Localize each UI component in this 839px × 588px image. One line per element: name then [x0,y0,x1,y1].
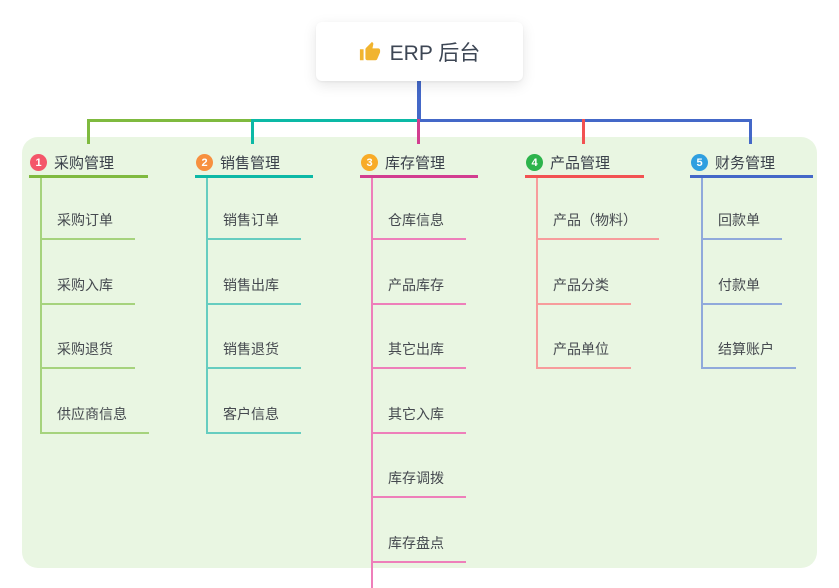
trunk-segment-green [87,119,254,122]
child-node[interactable]: 回款单 [703,178,782,240]
branch-number-badge: 4 [526,154,543,171]
child-node[interactable]: 产品（物料） [538,178,659,240]
child-node[interactable]: 付款单 [703,240,782,305]
branch-drop-line [749,119,752,144]
branch-header[interactable]: 3 库存管理 [360,150,478,178]
branch: 2 销售管理 销售订单销售出库销售退货客户信息 [195,150,313,434]
child-node[interactable]: 其它出库 [373,305,466,370]
branch-label: 库存管理 [385,155,446,172]
branch-drop-line [87,119,90,144]
branch: 3 库存管理 仓库信息产品库存其它出库其它入库库存调拨库存盘点出库库明细 [360,150,480,588]
branch-children: 销售订单销售出库销售退货客户信息 [206,178,301,434]
child-node[interactable]: 客户信息 [208,369,301,434]
branch-label: 采购管理 [54,155,115,172]
root-title: ERP 后台 [389,41,481,65]
child-node[interactable]: 销售订单 [208,178,301,240]
root-connector-line [417,80,421,122]
branch-label: 财务管理 [715,155,776,172]
child-node[interactable]: 销售出库 [208,240,301,305]
branch-label: 销售管理 [220,155,281,172]
branch-drop-line [582,119,585,144]
branch-number-badge: 3 [361,154,378,171]
branch-header[interactable]: 5 财务管理 [690,150,813,178]
branch-header[interactable]: 4 产品管理 [525,150,644,178]
branch-drop-line [417,119,420,144]
branches-panel [22,137,817,568]
branch-children: 仓库信息产品库存其它出库其它入库库存调拨库存盘点出库库明细 [371,178,480,588]
branch-header[interactable]: 1 采购管理 [29,150,148,178]
branch-children: 产品（物料）产品分类产品单位 [536,178,659,370]
branch-children: 回款单付款单结算账户 [701,178,796,370]
child-node[interactable]: 库存盘点 [373,498,466,563]
child-node[interactable]: 产品单位 [538,305,631,370]
child-node[interactable]: 产品库存 [373,240,466,305]
child-node[interactable]: 结算账户 [703,305,796,370]
branch-number-badge: 2 [196,154,213,171]
child-node[interactable]: 采购订单 [42,178,135,240]
child-node[interactable]: 采购入库 [42,240,135,305]
branch: 4 产品管理 产品（物料）产品分类产品单位 [525,150,659,370]
child-node[interactable]: 产品分类 [538,240,631,305]
branch-number-badge: 1 [30,154,47,171]
child-node[interactable]: 库存调拨 [373,434,466,499]
child-node[interactable]: 供应商信息 [42,369,149,434]
thumbs-up-icon [359,41,381,63]
branch: 1 采购管理 采购订单采购入库采购退货供应商信息 [29,150,149,434]
branch-drop-line [251,119,254,144]
child-node[interactable]: 采购退货 [42,305,135,370]
child-node[interactable]: 销售退货 [208,305,301,370]
child-node[interactable]: 出库库明细 [373,563,480,588]
child-node[interactable]: 其它入库 [373,369,466,434]
branch: 5 财务管理 回款单付款单结算账户 [690,150,813,370]
root-node[interactable]: ERP 后台 [316,22,523,81]
child-node[interactable]: 仓库信息 [373,178,466,240]
branch-children: 采购订单采购入库采购退货供应商信息 [40,178,149,434]
branch-header[interactable]: 2 销售管理 [195,150,313,178]
branch-label: 产品管理 [550,155,611,172]
trunk-segment-teal [251,119,420,122]
branch-number-badge: 5 [691,154,708,171]
